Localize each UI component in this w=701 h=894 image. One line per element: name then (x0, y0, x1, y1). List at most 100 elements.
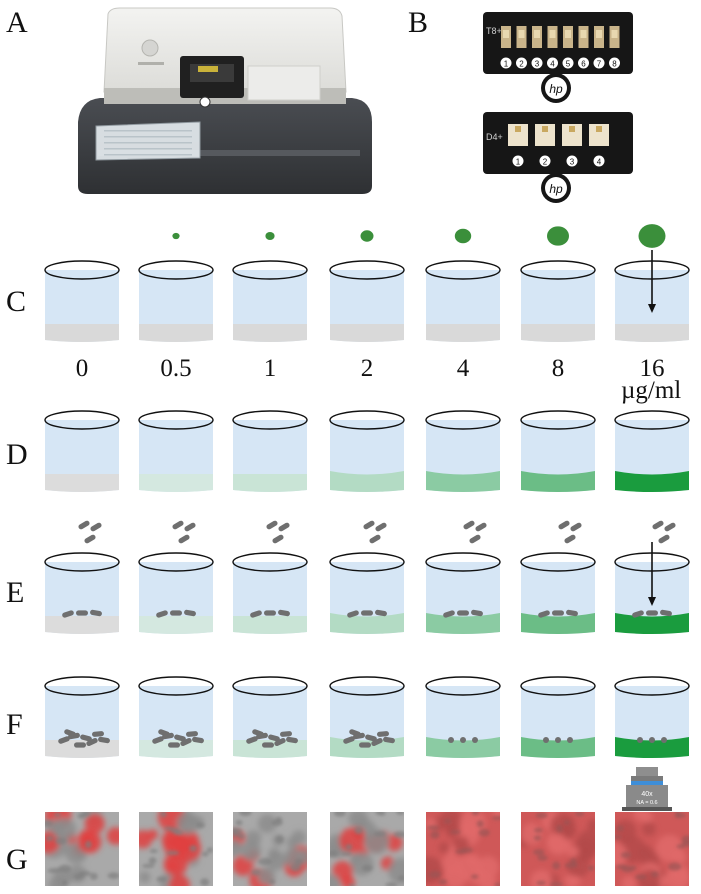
cell-shape (564, 862, 578, 869)
well-rim (138, 676, 214, 696)
micrograph-content (330, 812, 404, 886)
stain-blob (641, 821, 656, 837)
bacterium (156, 610, 168, 618)
concentration-label: 4 (456, 355, 470, 382)
row-d (44, 410, 690, 492)
bacterium (552, 610, 564, 616)
well-bottom-fill (139, 740, 213, 758)
bacterium (359, 742, 371, 748)
well-bottom-fill (139, 474, 213, 492)
bacterium (646, 610, 658, 616)
micrograph (139, 812, 213, 886)
cell-shape (460, 847, 474, 853)
cell-shape (61, 880, 68, 886)
instrument-photo (78, 7, 372, 194)
stain-blob (385, 834, 403, 852)
cell-shape (47, 868, 61, 874)
well-bottom-fill (233, 740, 307, 758)
well-bottom-fill (45, 740, 119, 758)
well-rim (614, 410, 690, 430)
well-bottom-fill (45, 616, 119, 634)
stain-blob (521, 823, 543, 845)
cell-shape (587, 865, 595, 871)
cell-shape (45, 820, 53, 827)
cell-shape (237, 833, 245, 840)
arrow-head (648, 597, 656, 606)
stain-blob (388, 857, 404, 885)
bacterium (383, 736, 395, 744)
micrograph-content (233, 812, 307, 886)
well-bottom-fill (615, 737, 689, 758)
micrograph (615, 812, 689, 886)
well-rim (425, 410, 501, 430)
well-bottom-fill (521, 324, 595, 342)
micrograph (233, 812, 307, 886)
port-number-badge (609, 57, 620, 69)
cassette-port-window (515, 126, 521, 132)
bacterium (538, 610, 550, 618)
bacterium (361, 610, 373, 616)
micrograph (521, 812, 595, 886)
cell-shape (552, 861, 561, 870)
well-rim (138, 410, 214, 430)
port-number-badge (578, 57, 589, 69)
bacterium (268, 734, 280, 742)
stain-blob (426, 856, 444, 885)
cassette-port-window (503, 30, 509, 38)
port-number: 2 (519, 60, 524, 69)
micrograph-content (426, 812, 500, 886)
panel-label-e: E (6, 576, 25, 609)
well-rows (44, 224, 690, 758)
cell-shape (397, 875, 404, 881)
concentration-label: 0 (75, 355, 89, 382)
bacterium (192, 736, 204, 744)
bacterium (564, 534, 576, 544)
drug-droplet (172, 232, 180, 240)
micrograph-content (45, 812, 119, 886)
cell-shape (533, 835, 542, 841)
bacterium (365, 734, 377, 742)
well-rim (232, 552, 308, 572)
well-bottom-fill (426, 324, 500, 342)
cassette-port (508, 124, 528, 146)
cell-shape (535, 812, 548, 819)
cell-shape (235, 819, 243, 826)
cell-shape (77, 812, 86, 819)
cell-shape (341, 851, 353, 857)
cell-shape (650, 871, 659, 878)
port-number-badge (516, 57, 527, 69)
cell-shape (251, 869, 261, 876)
cell-shape (615, 864, 628, 870)
cell-shape (574, 812, 585, 817)
well-rim (232, 676, 308, 696)
stain-blob (348, 812, 368, 829)
well-bottom-fill (615, 613, 689, 634)
well-rim (44, 676, 120, 696)
well-rim (44, 410, 120, 430)
micrograph-cells (426, 812, 500, 886)
stain-blob (569, 875, 581, 886)
bacterium (184, 522, 196, 532)
cell-shape (362, 864, 373, 872)
micrograph-cells (533, 812, 595, 886)
cassette-port-window (542, 126, 548, 132)
bacterium (278, 609, 290, 617)
panel-label-g: G (6, 843, 28, 876)
bacterium-dot (472, 737, 478, 743)
bacterium (180, 737, 192, 747)
bacterium (90, 522, 102, 532)
panel-label-b: B (408, 6, 429, 39)
bacterium (62, 610, 74, 618)
port-number: 5 (566, 60, 571, 69)
cassette-port-window (534, 30, 540, 38)
port-number: 8 (612, 60, 617, 69)
concentration-label: 2 (360, 355, 374, 382)
concentration-label: 16 (639, 355, 665, 382)
port-number: 7 (597, 60, 602, 69)
cell-shape (444, 818, 452, 824)
cassette-port-window (565, 30, 571, 38)
bacterium (471, 609, 483, 617)
cell-shape (58, 864, 72, 873)
